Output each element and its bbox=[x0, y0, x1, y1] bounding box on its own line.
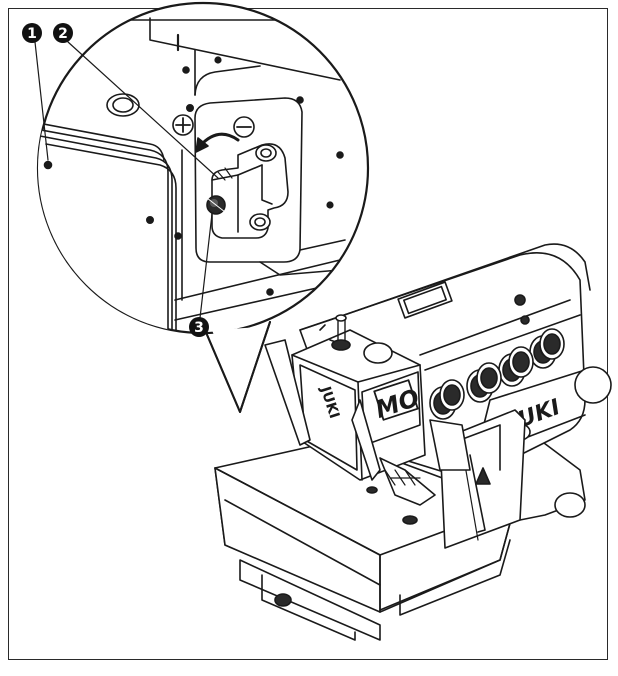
plus-icon bbox=[172, 114, 194, 136]
warning-icon bbox=[475, 467, 491, 485]
overlock-machine: MO JUKI JUKI bbox=[214, 243, 612, 641]
callout-2-label: 2 bbox=[58, 26, 68, 42]
leader-line-2 bbox=[67, 41, 219, 179]
callout-1-label: 1 bbox=[27, 26, 37, 42]
tension-knobs bbox=[429, 328, 565, 420]
callout-3-label: 3 bbox=[194, 320, 204, 336]
adjusting-bracket bbox=[211, 143, 289, 239]
minus-icon bbox=[233, 116, 255, 138]
rotation-arrow bbox=[195, 132, 240, 153]
callout-3-badge bbox=[189, 317, 209, 337]
leader-line-1 bbox=[34, 41, 49, 161]
callout-1-badge bbox=[22, 23, 42, 43]
leader-line-3 bbox=[199, 213, 213, 319]
adjusting-screw bbox=[206, 195, 226, 215]
callout-2-badge bbox=[53, 23, 73, 43]
looper-cover-plate bbox=[38, 119, 177, 331]
